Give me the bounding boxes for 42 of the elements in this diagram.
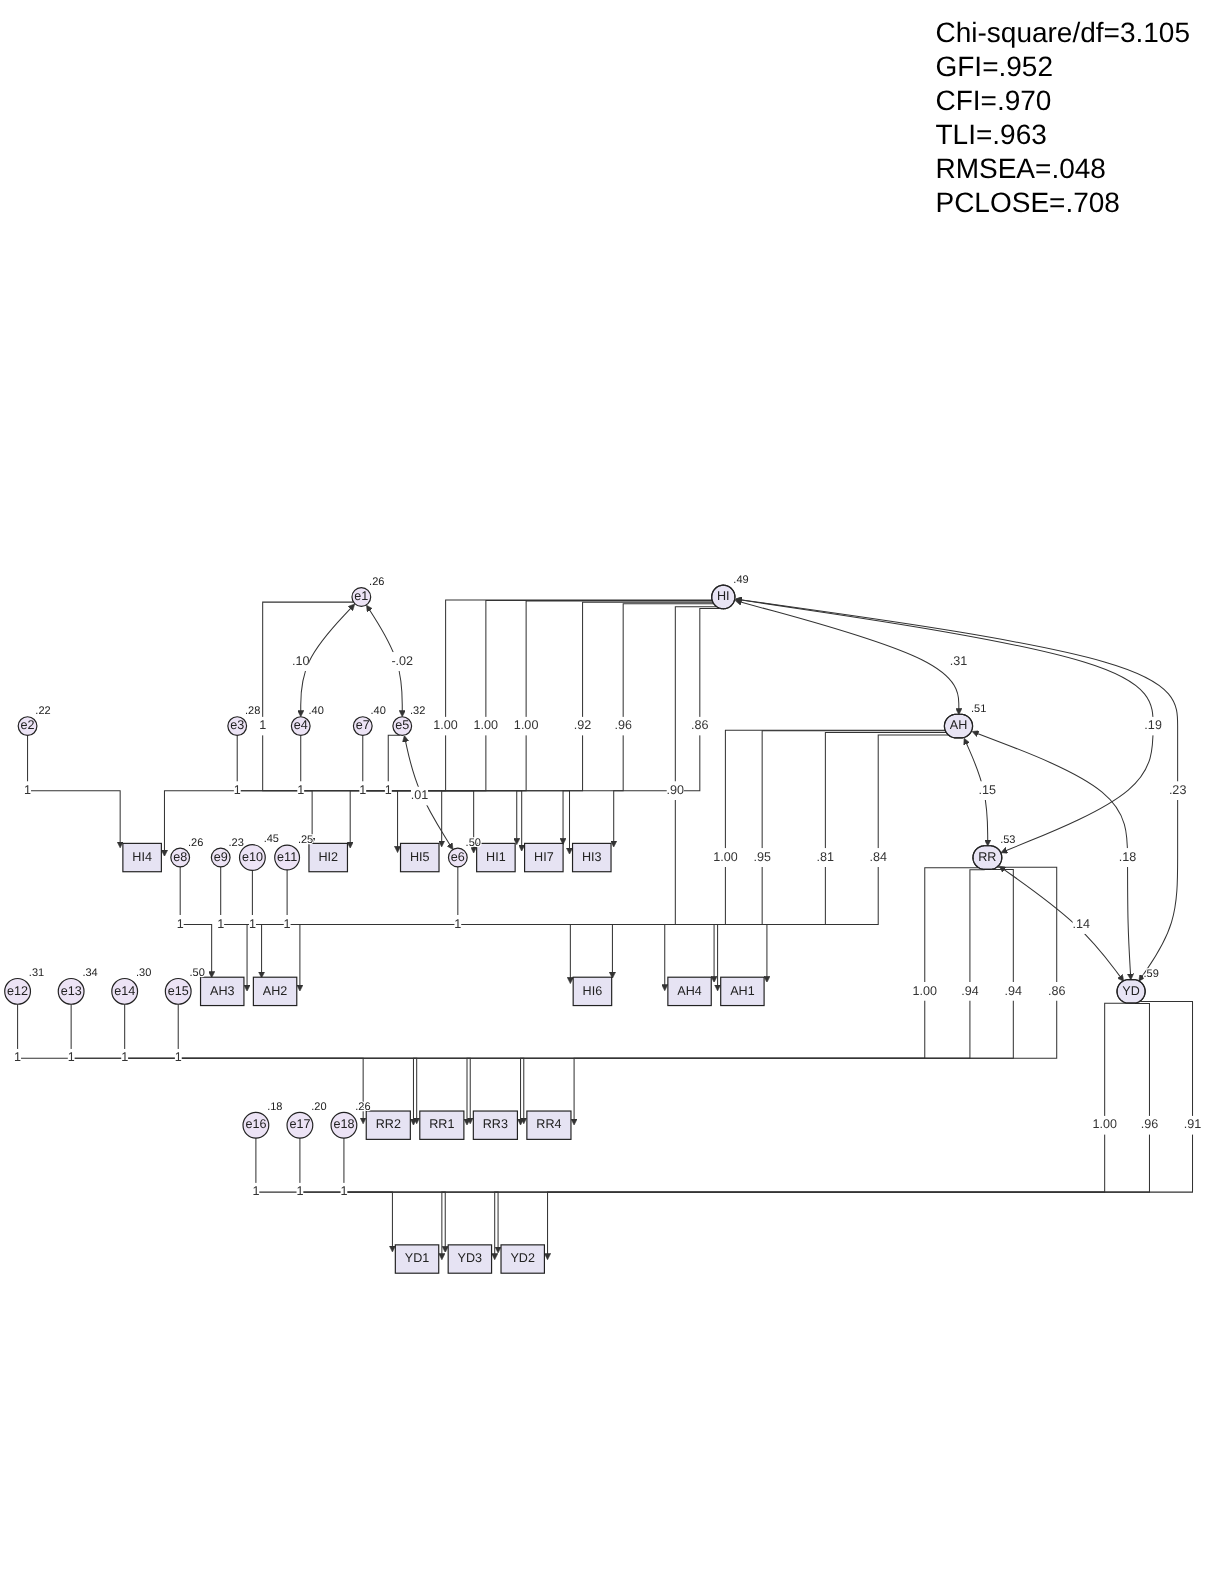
arrow xyxy=(343,1137,502,1254)
arrow xyxy=(27,734,124,849)
arrow xyxy=(735,596,1179,982)
arrow xyxy=(179,866,216,978)
arrow xyxy=(763,734,949,983)
arrow xyxy=(177,1003,528,1125)
arrow xyxy=(608,606,718,979)
arrow xyxy=(299,1137,449,1253)
fit-index-text: CFI=.970 xyxy=(935,84,1054,118)
fit-index-text: TLI=.963 xyxy=(935,118,1049,152)
arrow xyxy=(402,735,454,850)
arrow xyxy=(457,866,574,984)
arrow xyxy=(513,601,714,845)
arrow xyxy=(70,1003,421,1125)
arrow xyxy=(610,607,721,848)
arrow xyxy=(236,734,401,853)
arrow xyxy=(734,598,963,715)
arrow xyxy=(366,604,406,718)
fit-index-text: PCLOSE=.708 xyxy=(935,186,1122,220)
arrow xyxy=(297,603,355,718)
arrow xyxy=(971,730,1134,981)
arrow xyxy=(559,603,715,845)
arrow xyxy=(998,865,1124,982)
arrow xyxy=(17,1003,367,1125)
arrow xyxy=(362,734,573,855)
arrow xyxy=(346,599,713,849)
arrow xyxy=(220,866,266,979)
arrow xyxy=(387,734,526,852)
fit-index-text: Chi-square/df=3.105 xyxy=(935,16,1190,50)
arrow xyxy=(286,869,722,992)
arrow xyxy=(735,596,1154,854)
arrow xyxy=(251,869,669,992)
arrow xyxy=(438,600,714,848)
arrow xyxy=(161,599,713,857)
fit-index-text: GFI=.952 xyxy=(935,50,1055,84)
fit-index-text: RMSEA=.048 xyxy=(935,152,1108,186)
arrow xyxy=(255,1137,396,1253)
arrow xyxy=(963,737,992,847)
arrow xyxy=(300,734,478,854)
arrow xyxy=(124,1003,474,1125)
arrow xyxy=(262,601,354,845)
arrow xyxy=(710,732,947,983)
